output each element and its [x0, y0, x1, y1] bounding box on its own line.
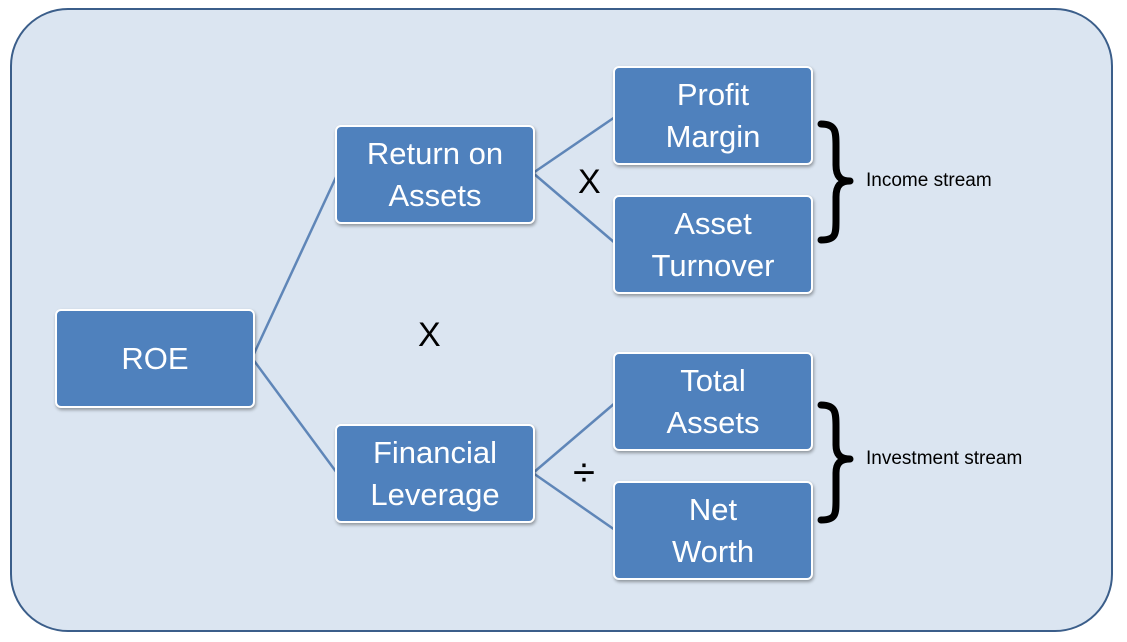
financial-leverage-node: Financial Leverage — [335, 424, 535, 523]
connector-leverage-net-worth — [532, 471, 616, 532]
asset-turnover-line2: Turnover — [651, 247, 775, 283]
net-worth-line1: Net — [688, 491, 738, 527]
investment-stream-label: Investment stream — [866, 448, 1023, 469]
income-brace — [817, 120, 854, 244]
profit-margin-line1: Profit — [676, 76, 750, 112]
connector-roa-profit-margin — [532, 115, 616, 175]
net-worth-line2: Worth — [671, 533, 755, 569]
multiply-operator-main: X — [418, 316, 441, 354]
roe-node: ROE — [55, 309, 255, 408]
total-assets-node: Total Assets — [613, 352, 813, 451]
financial-leverage-line1: Financial — [372, 434, 498, 470]
profit-margin-node: Profit Margin — [613, 66, 813, 165]
profit-margin-line2: Margin — [665, 118, 761, 154]
financial-leverage-line2: Leverage — [370, 476, 500, 512]
total-assets-line1: Total — [680, 362, 746, 398]
total-assets-line2: Assets — [666, 404, 760, 440]
return-on-assets-node: Return on Assets — [335, 125, 535, 224]
return-on-assets-line1: Return on — [366, 135, 504, 171]
connector-roa-asset-turnover — [532, 172, 616, 244]
net-worth-node: Net Worth — [613, 481, 813, 580]
income-stream-label: Income stream — [866, 170, 992, 191]
connector-roe-leverage — [250, 357, 339, 474]
asset-turnover-node: Asset Turnover — [613, 195, 813, 294]
investment-brace — [817, 401, 854, 524]
return-on-assets-line2: Assets — [388, 177, 482, 213]
connector-roe-roa — [250, 174, 339, 359]
connector-leverage-total-assets — [532, 402, 616, 474]
roe-label: ROE — [121, 340, 189, 376]
divide-operator-leverage: ÷ — [573, 451, 595, 495]
asset-turnover-line1: Asset — [674, 205, 752, 241]
multiply-operator-roa: X — [578, 163, 601, 201]
